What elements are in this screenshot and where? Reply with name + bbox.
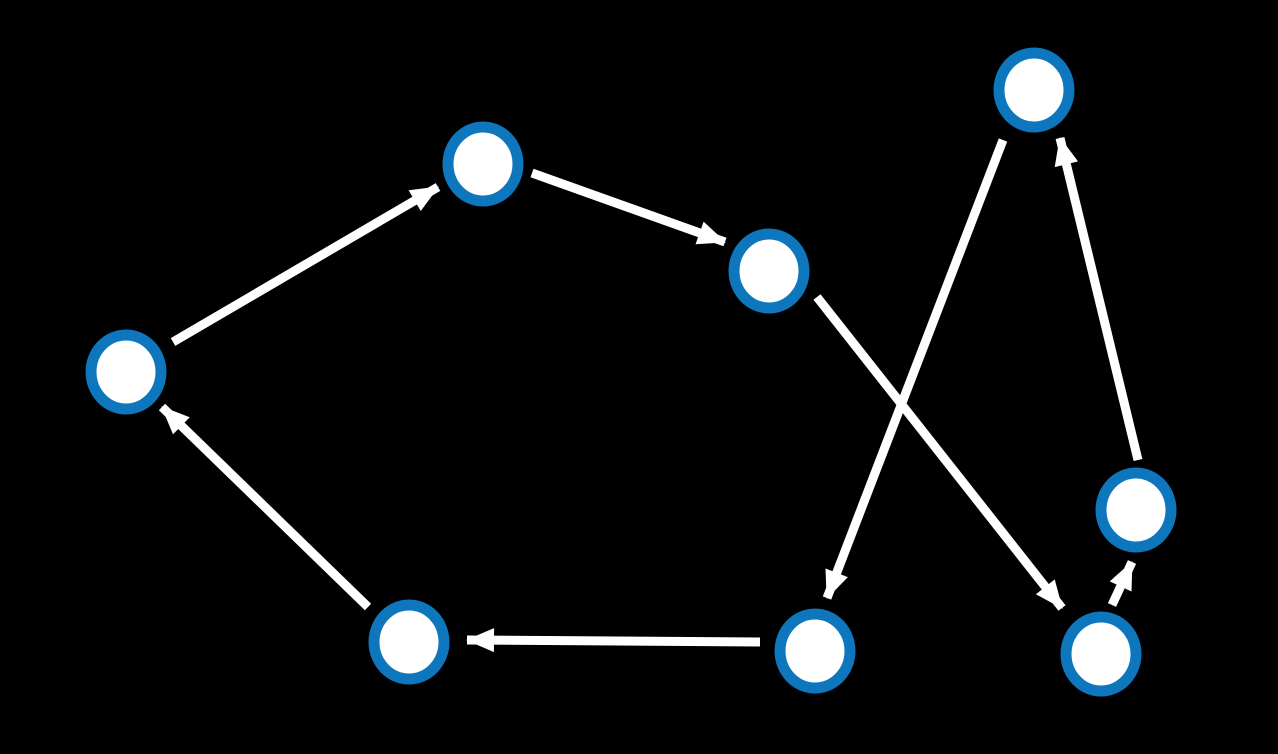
graph-edge-n6-to-n5 xyxy=(1107,560,1137,607)
graph-node-n8 xyxy=(368,599,450,685)
graph-edge-n4-to-n7 xyxy=(822,138,1008,600)
graph-node-n7 xyxy=(774,608,856,694)
graph-node-n5 xyxy=(1095,467,1177,553)
graph-edge-n2-to-n3 xyxy=(530,168,727,247)
graph-node-n1 xyxy=(85,329,167,415)
graph-node-n3 xyxy=(728,228,810,314)
node-layer xyxy=(85,47,1177,697)
graph-edge-n1-to-n2 xyxy=(170,183,441,346)
graph-node-n6 xyxy=(1060,611,1142,697)
graph-edge-n5-to-n4 xyxy=(1054,136,1143,462)
edge-layer xyxy=(158,136,1143,653)
graph-edge-n7-to-n8 xyxy=(466,628,761,653)
graph-edge-n3-to-n6 xyxy=(813,294,1066,611)
graph-node-n2 xyxy=(442,121,524,207)
graph-node-n4 xyxy=(993,47,1075,133)
graph-edge-n8-to-n1 xyxy=(158,403,372,611)
